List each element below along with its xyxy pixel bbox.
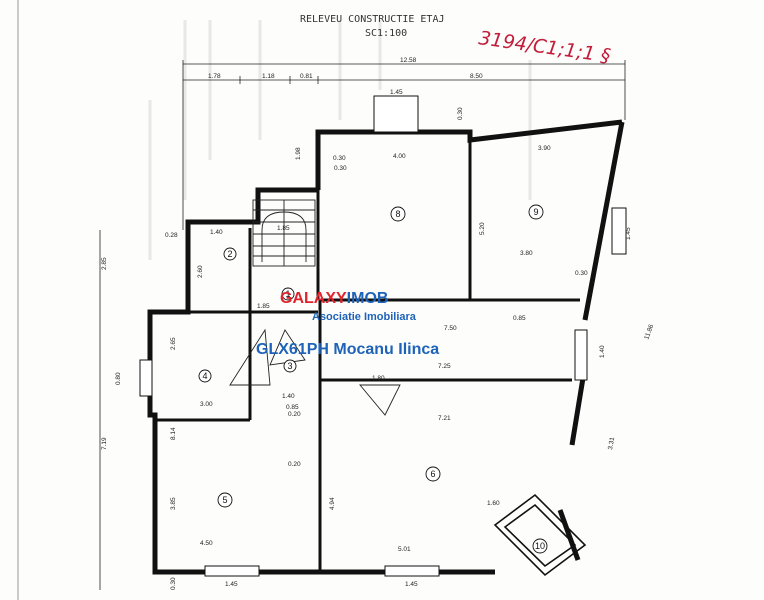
dim-label: 0.20 xyxy=(288,461,301,468)
room-number-2: 2 xyxy=(227,249,232,259)
dim-label: 7.19 xyxy=(101,437,108,450)
dim-label: 5.01 xyxy=(398,546,411,553)
dim-label: 5.20 xyxy=(479,222,486,235)
dim-label: 1.98 xyxy=(295,147,302,160)
room-number-9: 9 xyxy=(533,207,538,217)
dim-label: 7.50 xyxy=(444,325,457,332)
watermark: GALAXYIMOB Asociatie Imobiliara GLX61PH … xyxy=(256,290,439,358)
dim-label: 1.85 xyxy=(277,225,290,232)
dim-label: 0.85 xyxy=(513,315,526,322)
dim-label: 1.40 xyxy=(210,229,223,236)
watermark-brand: GALAXYIMOB xyxy=(280,290,388,307)
dim-label: 0.80 xyxy=(115,372,122,385)
dim-label: 1.45 xyxy=(625,227,632,240)
watermark-tagline: Asociatie Imobiliara xyxy=(312,311,417,323)
dim-label: 0.28 xyxy=(165,232,178,239)
dim-label: 1.78 xyxy=(208,73,221,80)
dim-label: 1.45 xyxy=(390,89,403,96)
dim-label: 1.18 xyxy=(262,73,275,80)
dim-label: 3.85 xyxy=(170,497,177,510)
dim-label: 3.80 xyxy=(520,250,533,257)
title-text: RELEVEU CONSTRUCTIE ETAJ xyxy=(300,14,445,25)
dim-label: 12.58 xyxy=(400,57,417,64)
room-number-5: 5 xyxy=(222,495,227,505)
dim-label: 0.30 xyxy=(457,107,464,120)
dim-label: 0.20 xyxy=(288,411,301,418)
dim-label: 3.90 xyxy=(538,145,551,152)
dim-label: 8.14 xyxy=(170,427,177,440)
room-number-3: 3 xyxy=(287,361,292,371)
dim-label: 0.30 xyxy=(333,155,346,162)
dim-label: 4.94 xyxy=(329,497,336,510)
dim-label: 1.45 xyxy=(225,581,238,588)
room-number-8: 8 xyxy=(395,209,400,219)
dim-label: 1.45 xyxy=(405,581,418,588)
dim-label: 3.31 xyxy=(607,436,616,450)
room-number-4: 4 xyxy=(202,371,207,381)
dim-label: 2.85 xyxy=(101,257,108,270)
dim-label: 0.30 xyxy=(170,577,177,590)
room-number-10: 10 xyxy=(535,541,545,551)
watermark-agent: GLX61PH Mocanu Ilinca xyxy=(256,341,439,358)
dim-label: 4.00 xyxy=(393,153,406,160)
dim-label: 0.81 xyxy=(300,73,313,80)
dim-label: 2.65 xyxy=(170,337,177,350)
dim-label: 7.21 xyxy=(438,415,451,422)
dim-label: 1.85 xyxy=(257,303,270,310)
reference-code: 3194/C1;1;1 § xyxy=(477,27,612,67)
dim-label: 0.85 xyxy=(286,404,299,411)
dim-label: 0.30 xyxy=(334,165,347,172)
dim-label: 2.60 xyxy=(197,265,204,278)
dim-label: 7.25 xyxy=(438,363,451,370)
dim-label: 1.80 xyxy=(372,375,385,382)
dim-label: 1.40 xyxy=(282,393,295,400)
room-number-1: 1 xyxy=(285,289,290,299)
room-number-6: 6 xyxy=(430,469,435,479)
dim-label: 3.00 xyxy=(200,401,213,408)
dim-label: 1.60 xyxy=(487,500,500,507)
dim-label: 0.30 xyxy=(575,270,588,277)
dim-label: 8.50 xyxy=(470,73,483,80)
dim-label: 1.40 xyxy=(599,345,606,358)
dim-label: 4.50 xyxy=(200,540,213,547)
scale-text: SC1:100 xyxy=(365,28,407,39)
dim-label: 11.86 xyxy=(643,323,655,341)
